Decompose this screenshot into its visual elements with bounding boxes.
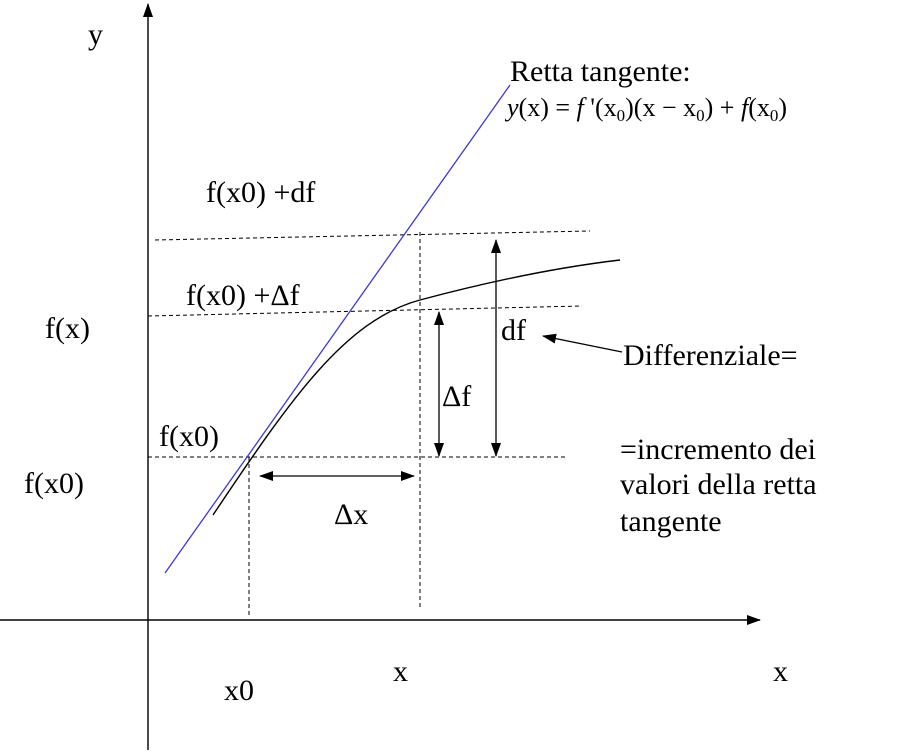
label-df: df (501, 314, 526, 347)
label-f-x-axis: f(x) (45, 312, 90, 345)
desc-line-3: tangente (620, 505, 722, 538)
label-x-tick: x (393, 655, 408, 688)
tangent-title: Retta tangente: (510, 55, 691, 88)
dashed-level-fx (147, 305, 583, 317)
differential-pointer-arrow (542, 333, 623, 353)
label-f-x0-plus-delta-f: f(x0) +Δf (186, 279, 300, 312)
function-curve (212, 259, 621, 516)
desc-line-2: valori della retta (620, 468, 817, 501)
dashed-level-df (154, 230, 591, 241)
label-x0-tick: x0 (224, 674, 254, 707)
label-f-x0-plus-df: f(x0) +df (206, 176, 315, 209)
label-delta-f: Δf (442, 380, 471, 413)
desc-line-1: =incremento dei (620, 433, 816, 466)
x-axis-label: x (773, 655, 788, 688)
label-f-x0-point: f(x0) (159, 420, 219, 453)
tangent-equation: y(x) = f '(x0)(x − x0) + f(x0) (504, 93, 787, 125)
label-delta-x: Δx (334, 498, 368, 531)
label-f-x0-axis: f(x0) (24, 467, 84, 500)
tangent-line (164, 84, 511, 574)
y-axis-label: y (88, 18, 103, 51)
label-differential: Differenziale= (623, 339, 798, 372)
